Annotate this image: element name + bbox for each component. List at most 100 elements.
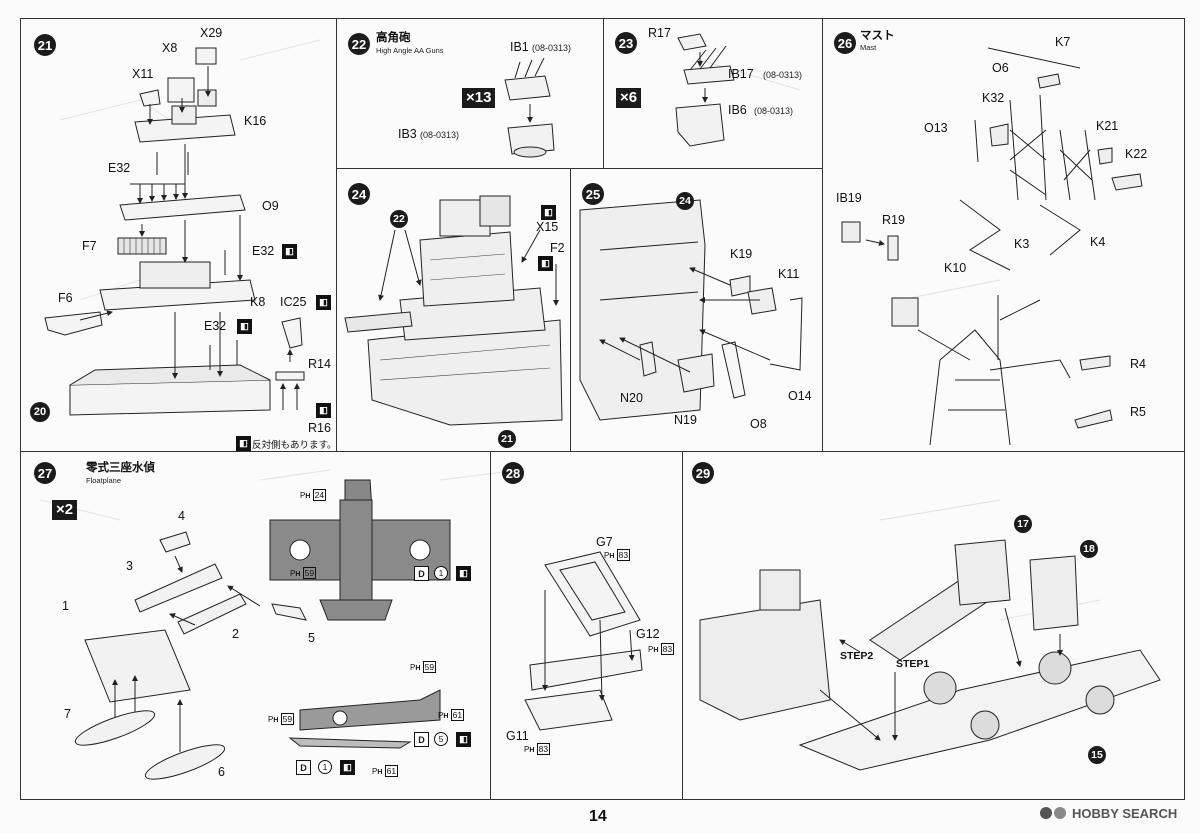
- part-r5: [1074, 409, 1113, 429]
- part-o8: [721, 341, 746, 399]
- part-label-x8: X8: [162, 41, 178, 55]
- part-number-ref: (08-0313): [763, 70, 803, 80]
- step29-drawing: [699, 539, 1161, 771]
- paint-ref: PH 59: [268, 713, 295, 725]
- step-title-jp: 零式三座水偵: [86, 462, 155, 474]
- part-label-x11: X11: [132, 67, 154, 81]
- deck-15: [798, 649, 1161, 771]
- part-k32: [989, 123, 1009, 147]
- hobby-search-logo-icon: [1040, 807, 1066, 819]
- part-ib6: [675, 103, 725, 147]
- fp-part-1: [84, 629, 191, 703]
- decal-number: 1: [318, 760, 332, 774]
- fp-label-3: 3: [126, 559, 133, 573]
- part-f6: [44, 311, 103, 336]
- part-label-k22: K22: [1125, 147, 1148, 161]
- reverse-side-icon: ◧: [456, 566, 471, 581]
- part-number-ref: (08-0313): [420, 130, 460, 140]
- decal-icon: D: [414, 566, 429, 581]
- page-number: 14: [589, 808, 607, 825]
- step-title-en: High Angle AA Guns: [376, 46, 444, 55]
- outer-frame: [20, 18, 1185, 800]
- part-label-o9: O9: [262, 199, 279, 213]
- part-label-f2: F2: [550, 241, 565, 255]
- step-title-jp: マスト: [860, 30, 895, 42]
- part-label-o13: O13: [924, 121, 948, 135]
- reverse-side-icon: ◧: [340, 760, 355, 775]
- step1-label: STEP1: [896, 658, 930, 670]
- fp-part-5: [271, 603, 307, 621]
- part-label-ib3: IB3: [398, 127, 417, 141]
- part-label-e32: E32: [108, 161, 131, 175]
- sub-assembly-20: 20: [30, 402, 50, 422]
- part-r14: [275, 371, 305, 381]
- part-label-ib6: IB6: [728, 103, 747, 117]
- part-label-r16: R16: [308, 421, 331, 435]
- sub-assembly-22: 22: [390, 210, 408, 228]
- part-label-r17: R17: [648, 26, 671, 40]
- reverse-side-icon: ◧: [237, 319, 252, 334]
- part-label-n19: N19: [674, 413, 697, 427]
- sub-assembly-24: 24: [676, 192, 694, 210]
- step27-drawing: [74, 479, 451, 780]
- step29-arrows: [819, 607, 1063, 741]
- paint-ref: PH 83: [604, 549, 631, 561]
- reverse-side-icon: ◧: [316, 403, 331, 418]
- part-ib3: [507, 123, 555, 155]
- part-label-r4: R4: [1130, 357, 1146, 371]
- paint-ref: PH 61: [438, 709, 465, 721]
- part-ib19: [841, 221, 861, 243]
- part-label-o14: O14: [788, 389, 812, 403]
- part-label-r14: R14: [308, 357, 331, 371]
- funnel-18: [1029, 555, 1079, 631]
- part-o6: [1037, 73, 1061, 89]
- part-g11: [524, 689, 613, 731]
- part-label-g7: G7: [596, 535, 613, 549]
- part-label-ic25: IC25: [280, 295, 307, 309]
- paint-ref: PH 59: [290, 567, 317, 579]
- part-ic25: [281, 317, 303, 349]
- step28-arrows: [542, 590, 635, 701]
- fp-part-4: [159, 531, 191, 553]
- step-title-en: Mast: [860, 43, 877, 52]
- part-ib1: [504, 75, 551, 101]
- part-x29: [195, 47, 217, 65]
- fp-label-5: 5: [308, 631, 315, 645]
- step23-drawing: [675, 33, 735, 147]
- part-label-ib17: IB17: [728, 67, 754, 81]
- part-k19: [729, 275, 751, 297]
- step25-arrows: [599, 267, 771, 373]
- part-label-k10: K10: [944, 261, 967, 275]
- part-label-x15: X15: [536, 220, 559, 234]
- part-r19: [887, 235, 899, 261]
- decal-number: 1: [434, 566, 448, 580]
- part-r17: [677, 33, 707, 51]
- part-label-k3: K3: [1014, 237, 1030, 251]
- part-label-r19: R19: [882, 213, 905, 227]
- reverse-side-icon: ◧: [236, 436, 251, 451]
- decal-number: 5: [434, 732, 448, 746]
- part-k11: [747, 287, 777, 315]
- fp-part-6: [144, 744, 226, 780]
- fp-label-6: 6: [218, 765, 225, 779]
- part-k16: [134, 114, 236, 143]
- step-number-26: 26: [834, 32, 856, 54]
- fp-label-1: 1: [62, 599, 69, 613]
- part-r4: [1079, 355, 1111, 371]
- fp-side-view: [299, 689, 441, 731]
- fwd-superstructure: [699, 599, 831, 721]
- sub-assembly-21: 21: [498, 430, 516, 448]
- watermark-text: HOBBY SEARCH: [1072, 806, 1178, 821]
- part-label-k21: K21: [1096, 119, 1119, 133]
- quantity-multiplier: ×6: [616, 88, 642, 108]
- step-number-24: 24: [348, 183, 370, 205]
- part-n20: [639, 341, 657, 377]
- part-label-ib19: IB19: [836, 191, 862, 205]
- part-label-o8: O8: [750, 417, 767, 431]
- part-label-n20: N20: [620, 391, 643, 405]
- step-title-jp: 高角砲: [376, 32, 411, 44]
- step-number-23: 23: [615, 32, 637, 54]
- part-g12: [529, 649, 643, 691]
